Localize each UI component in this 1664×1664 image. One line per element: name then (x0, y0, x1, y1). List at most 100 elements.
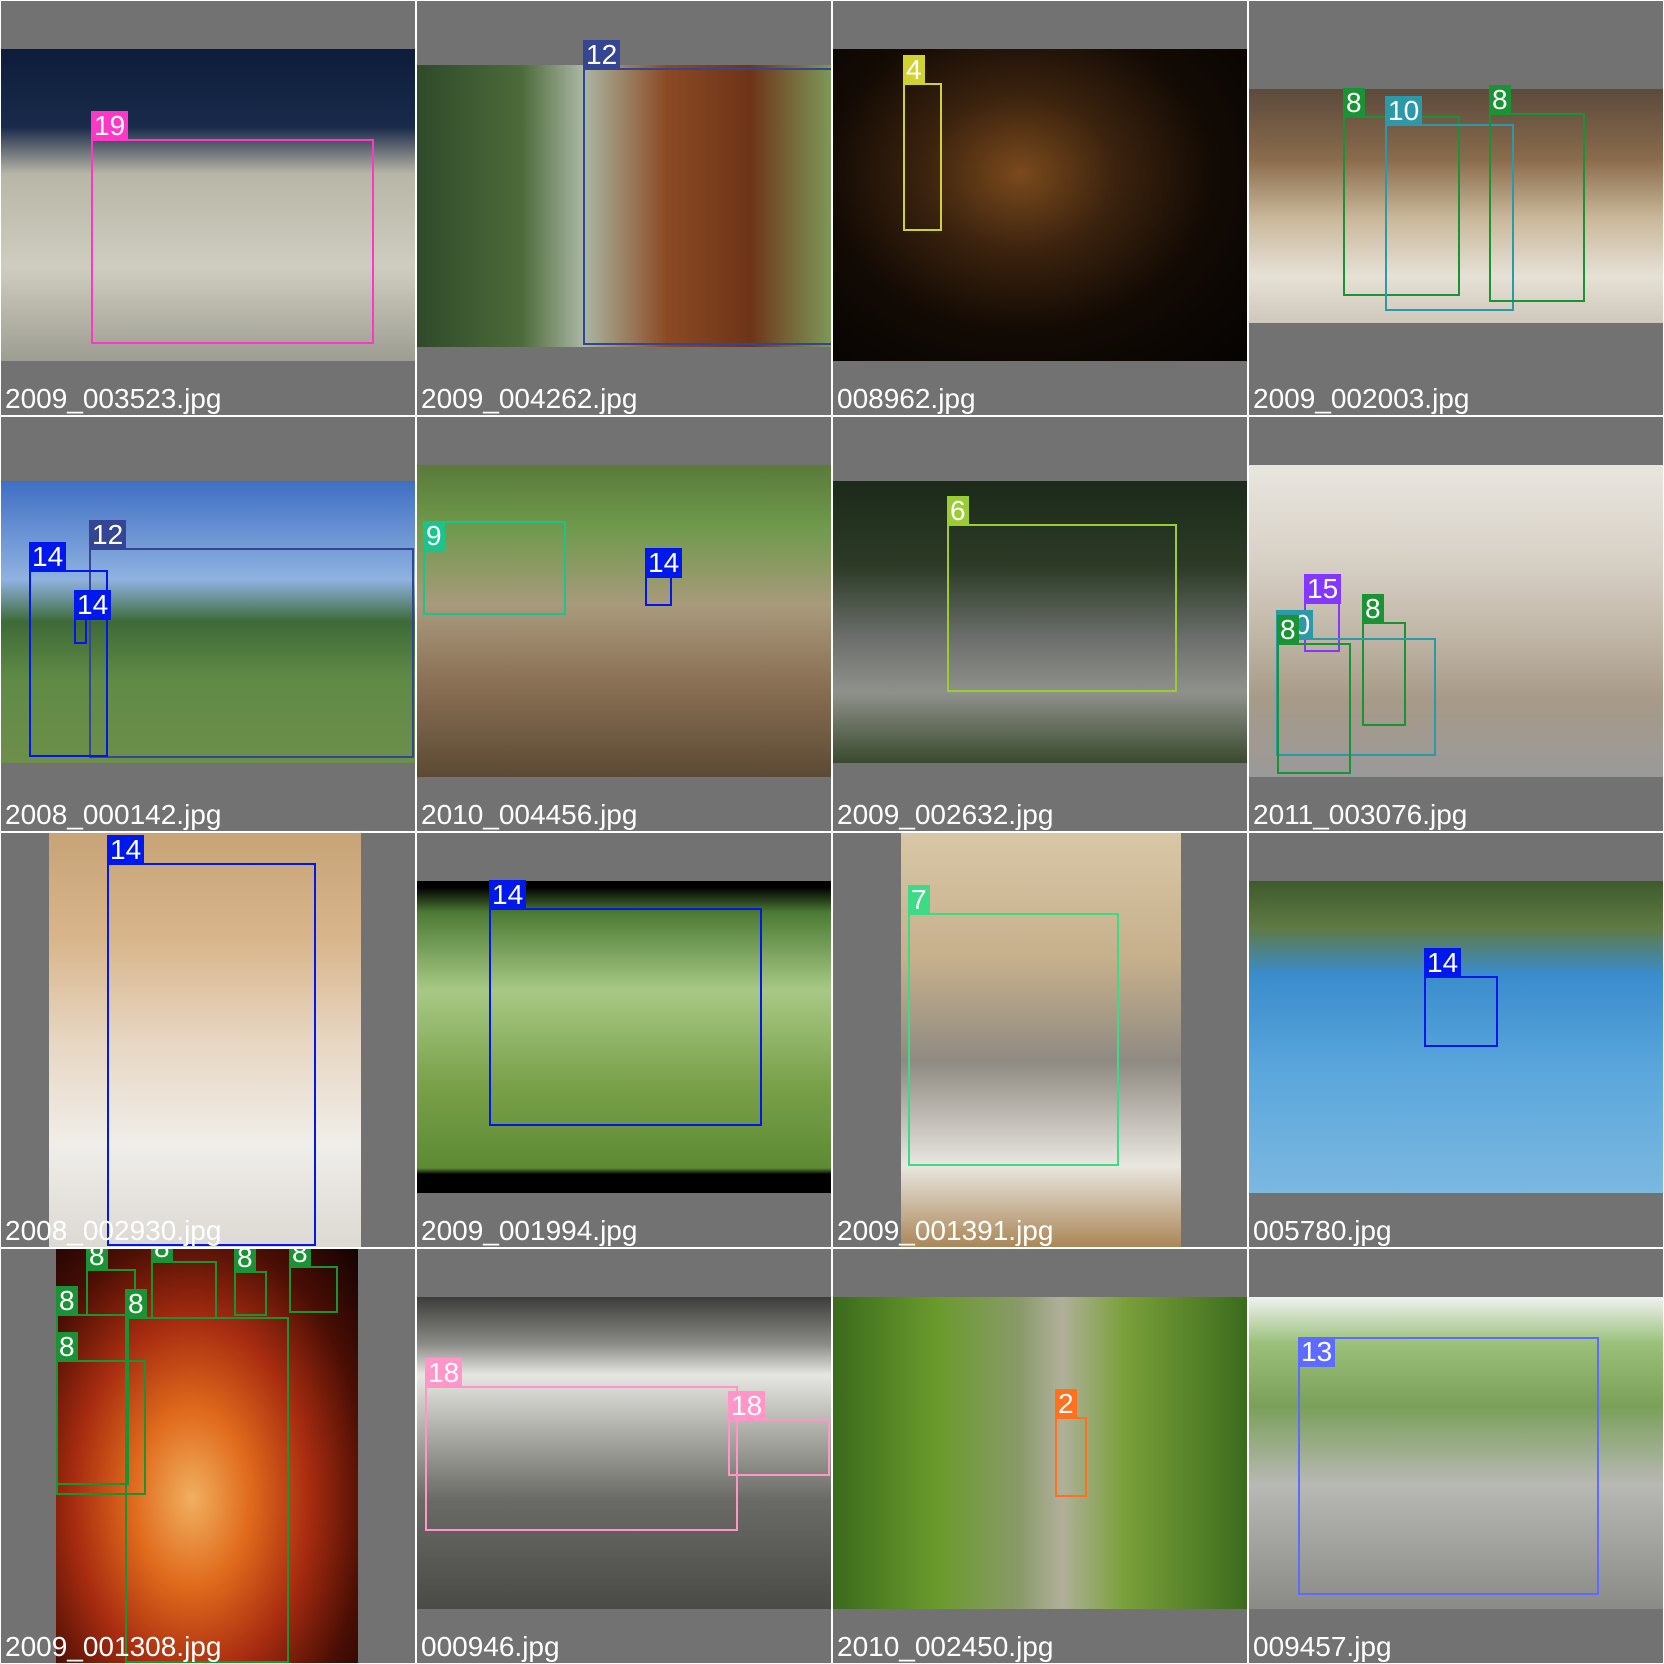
bounding-box: 8 (151, 1249, 217, 1319)
class-label: 14 (1424, 948, 1462, 978)
filename-caption: 005780.jpg (1253, 1215, 1392, 1246)
image-tile: 19 2009_003523.jpg (0, 0, 416, 416)
photo (1, 481, 415, 763)
bounding-box: 8 (1489, 85, 1585, 302)
filename-caption: 2009_004262.jpg (421, 383, 638, 414)
bounding-box: 8 (234, 1249, 267, 1316)
filename-caption: 2009_003523.jpg (5, 383, 222, 414)
bounding-box: 18 (425, 1358, 738, 1531)
image-tile: 4 008962.jpg (832, 0, 1248, 416)
photo (417, 465, 831, 777)
class-label: 8 (289, 1249, 311, 1268)
bounding-box: 14 (645, 548, 683, 606)
filename-caption: 2010_002450.jpg (837, 1631, 1054, 1662)
class-label: 8 (1362, 594, 1384, 624)
image-tile: 14 005780.jpg (1248, 832, 1664, 1248)
class-label: 9 (423, 521, 445, 551)
photo (1, 49, 415, 361)
bounding-box: 8 (56, 1332, 146, 1495)
class-label: 14 (107, 835, 145, 865)
bounding-box: 14 (29, 542, 108, 757)
filename-caption: 009457.jpg (1253, 1631, 1392, 1662)
class-label: 4 (903, 55, 925, 85)
class-label: 18 (728, 1391, 766, 1421)
class-label: 8 (234, 1249, 256, 1273)
class-label: 14 (29, 542, 67, 572)
bounding-box: 8 (125, 1289, 289, 1663)
class-label: 12 (89, 520, 127, 550)
class-label: 15 (1304, 574, 1342, 604)
filename-caption: 2009_002003.jpg (1253, 383, 1470, 414)
filename-caption: 000946.jpg (421, 1631, 560, 1662)
filename-caption: 2009_001391.jpg (837, 1215, 1054, 1246)
bounding-box: 6 (947, 496, 1177, 692)
filename-caption: 2011_003076.jpg (1253, 799, 1468, 830)
filename-caption: 2009_001308.jpg (5, 1631, 222, 1662)
photo (49, 833, 361, 1247)
class-label: 8 (125, 1289, 147, 1319)
photo (417, 1297, 831, 1609)
class-label: 10 (1385, 96, 1423, 126)
photo (833, 481, 1247, 763)
bounding-box: 19 (91, 111, 374, 344)
image-tile: 14 2009_001994.jpg (416, 832, 832, 1248)
class-label: 19 (91, 111, 129, 141)
class-label: 8 (1343, 88, 1365, 118)
filename-caption: 2009_002632.jpg (837, 799, 1054, 830)
image-tile: 1581082011_003076.jpg (1248, 416, 1664, 832)
image-tile: 2 2010_002450.jpg (832, 1248, 1248, 1664)
class-label: 8 (1277, 615, 1299, 645)
class-label: 8 (86, 1249, 108, 1271)
class-label: 7 (908, 885, 930, 915)
image-tile: 12 2009_004262.jpg (416, 0, 832, 416)
image-tile: 13 009457.jpg (1248, 1248, 1664, 1664)
photo (833, 49, 1247, 361)
class-label: 6 (947, 496, 969, 526)
filename-caption: 2008_000142.jpg (5, 799, 222, 830)
image-tile: 18 18 000946.jpg (416, 1248, 832, 1664)
class-label: 18 (425, 1358, 463, 1388)
image-tile: 8 10 8 2009_002003.jpg (1248, 0, 1664, 416)
bounding-box: 15 (1304, 574, 1342, 652)
class-label: 14 (74, 590, 112, 620)
photo (1249, 89, 1663, 323)
filename-caption: 2008_002930.jpg (5, 1215, 222, 1246)
bounding-box: 2 (1055, 1389, 1087, 1497)
photo (1249, 465, 1663, 777)
bounding-box: 8 (1362, 594, 1406, 726)
bounding-box: 12 (89, 520, 414, 758)
photo (417, 881, 831, 1193)
bounding-box: 18 (728, 1391, 830, 1476)
photo (901, 833, 1181, 1247)
bounding-box: 13 (1298, 1337, 1599, 1595)
image-tile: 88888882009_001308.jpg (0, 1248, 416, 1664)
bounding-box: 14 (1424, 948, 1498, 1047)
bounding-box: 10 (1385, 96, 1514, 311)
bounding-box: 8 (289, 1249, 338, 1313)
filename-caption: 2010_004456.jpg (421, 799, 638, 830)
class-label: 2 (1055, 1389, 1077, 1419)
bounding-box: 14 (74, 590, 112, 644)
bounding-box: 12 (583, 40, 831, 345)
class-label: 13 (1298, 1337, 1336, 1367)
bounding-box: 8 (1277, 615, 1351, 774)
class-label: 12 (583, 40, 621, 70)
image-tile: 14 2008_002930.jpg (0, 832, 416, 1248)
bounding-box: 9 (423, 521, 566, 615)
photo (417, 65, 831, 347)
image-tile: 7 2009_001391.jpg (832, 832, 1248, 1248)
class-label: 8 (151, 1249, 173, 1263)
bounding-box: 4 (903, 55, 942, 231)
image-tile: 9 14 2010_004456.jpg (416, 416, 832, 832)
filename-caption: 2009_001994.jpg (421, 1215, 638, 1246)
filename-caption: 008962.jpg (837, 383, 976, 414)
bounding-box: 14 (489, 880, 762, 1126)
class-label: 14 (645, 548, 683, 578)
class-label: 8 (1489, 85, 1511, 115)
class-label: 8 (56, 1286, 78, 1316)
bounding-box: 7 (908, 885, 1119, 1166)
class-label: 8 (56, 1332, 78, 1362)
bounding-box: 14 (107, 835, 316, 1246)
